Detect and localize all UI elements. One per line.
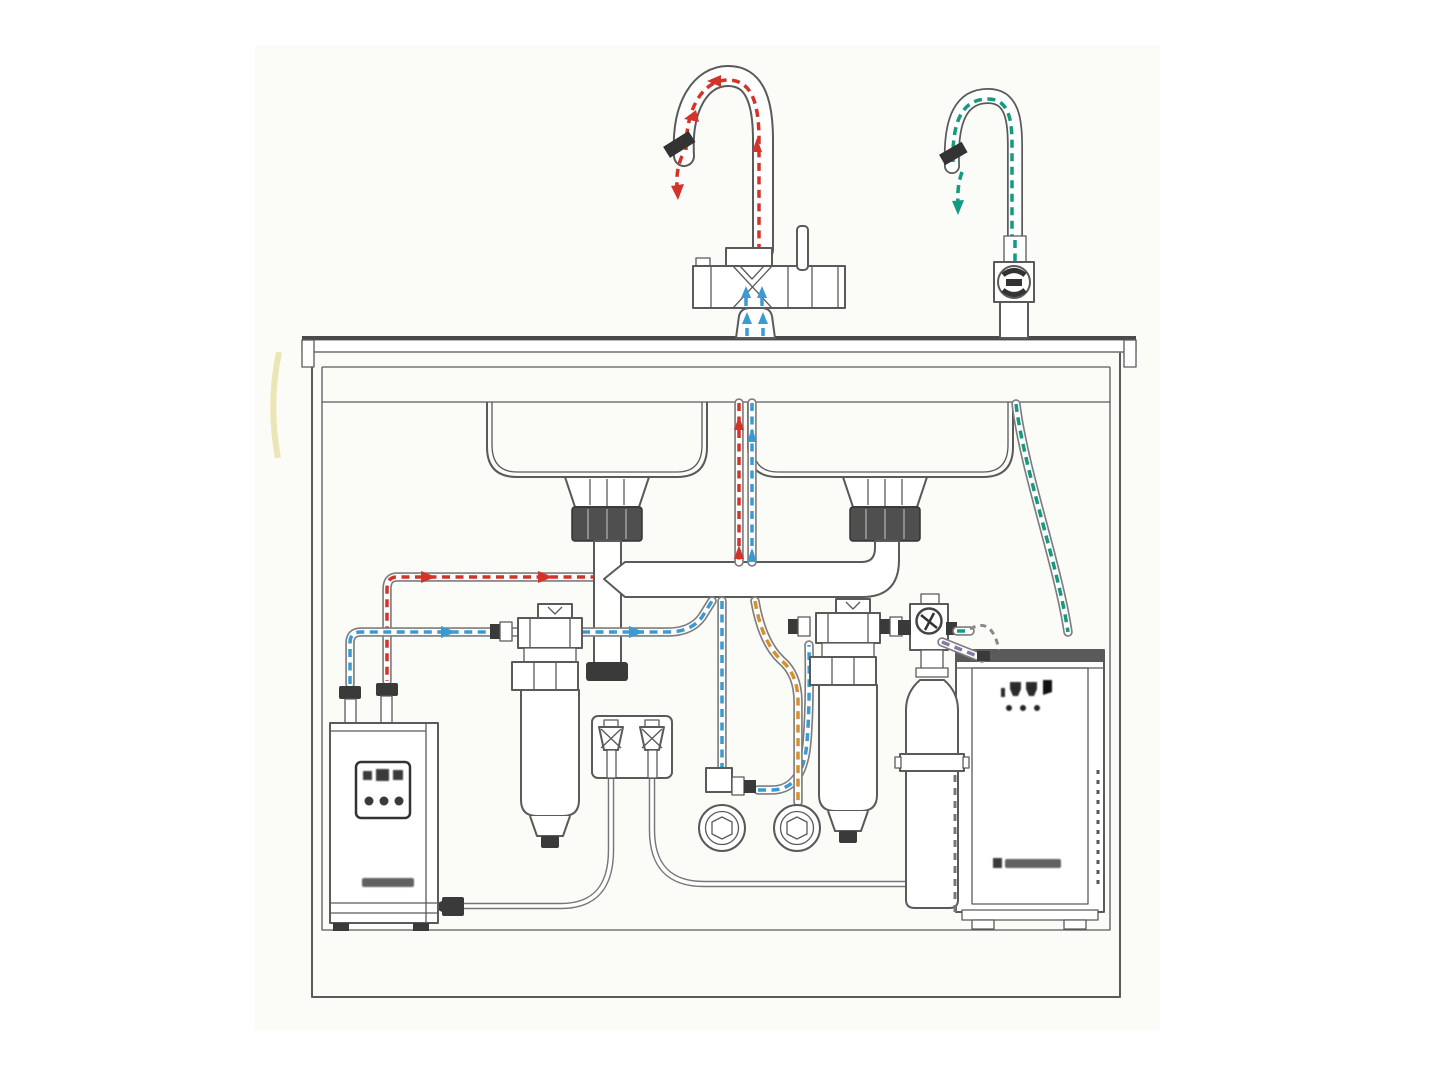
boiler-control-panel	[354, 760, 412, 820]
hot-flow-arrow	[752, 138, 762, 152]
filter-nipple	[839, 831, 857, 843]
spout-collar	[725, 247, 773, 267]
right-faucet	[939, 87, 1035, 339]
filtered-water-line	[1011, 399, 1073, 637]
tailpipe-coupling	[586, 662, 628, 681]
quick-connector-right	[773, 804, 821, 852]
shutoff-valve-plate	[591, 715, 673, 779]
cold-flow-arrow	[741, 286, 751, 298]
cold-flow-arrow	[757, 286, 767, 298]
countertop	[301, 336, 1137, 368]
cold-flow-arrow	[629, 626, 644, 638]
chiller-foot	[971, 919, 995, 930]
chiller-brand-logo	[993, 858, 1061, 868]
faucet-body	[692, 265, 846, 309]
filtered-drip-arrow	[952, 200, 964, 215]
flex-hoses	[431, 774, 1054, 916]
glass-icon	[1010, 682, 1021, 696]
countertop-right-endcap	[1123, 339, 1137, 368]
panel-button[interactable]	[394, 796, 404, 806]
boiler-foot	[333, 923, 349, 931]
boiler-cold-inlet-fitting	[339, 686, 361, 699]
faucet-base	[735, 307, 776, 339]
faucet-handle[interactable]	[796, 225, 809, 271]
hot-flow-arrow	[684, 110, 699, 122]
boiler-hot-outlet-fitting	[376, 683, 398, 696]
shutoff-valve-right	[639, 719, 665, 779]
faucet-supply-bundle	[734, 398, 757, 567]
glass-icon	[1026, 682, 1037, 696]
filter-cartridge-right	[788, 598, 903, 843]
boiler-brand-logo	[362, 878, 414, 887]
cold-flow-arrow	[441, 626, 456, 638]
boiler-unit	[329, 683, 439, 931]
faucet-medallion	[997, 265, 1031, 299]
co2-to-chiller-lines	[937, 623, 1001, 663]
panel-display-icon	[376, 769, 389, 781]
countertop-left-endcap	[301, 339, 315, 368]
scan-artifact	[270, 351, 282, 459]
panel-display-icon	[363, 771, 372, 780]
cold-flow-arrow	[742, 312, 752, 324]
cold-water-line	[345, 596, 717, 689]
shutoff-valve-left	[598, 719, 624, 779]
left-tailpipe	[593, 540, 622, 669]
cold-flow-arrow	[758, 312, 768, 324]
hot-water-line-horizontal	[382, 571, 617, 686]
spout-tip	[663, 130, 696, 158]
faucet-column	[999, 301, 1029, 339]
panel-button[interactable]	[364, 796, 374, 806]
left-faucet	[663, 64, 846, 339]
drain-pipe	[603, 540, 900, 598]
power-plug	[442, 897, 464, 916]
hot-flow-arrow	[538, 571, 553, 583]
left-drain-assembly	[564, 476, 650, 669]
hot-flow-arrow	[421, 571, 436, 583]
right-drain-assembly	[842, 476, 928, 542]
filter-nipple	[541, 836, 559, 848]
chiller-unit	[955, 649, 1105, 930]
indicator-dot	[1006, 705, 1012, 711]
chiller-foot	[1063, 919, 1087, 930]
co2-cylinder-assembly	[894, 593, 970, 918]
indicator-dot	[1034, 705, 1040, 711]
hot-drip-arrow	[671, 184, 684, 200]
flag-icon	[1043, 680, 1052, 695]
hot-flow-arrow	[734, 416, 744, 430]
spout-tip	[939, 141, 968, 166]
gas-dashed-hose	[969, 623, 1001, 651]
hot-flow-arrow	[707, 75, 721, 87]
cold-flow-arrow	[747, 548, 757, 562]
panel-button[interactable]	[379, 796, 389, 806]
cold-flow-arrow	[747, 428, 757, 442]
filter-cartridge-left	[490, 603, 583, 848]
hot-flow-arrow	[734, 545, 744, 559]
cabinet	[311, 352, 1121, 998]
boiler-foot	[413, 923, 429, 931]
chiller-mode-icons	[1001, 680, 1052, 711]
indicator-dot	[1020, 705, 1026, 711]
quick-connector-left	[698, 767, 756, 852]
panel-display-icon	[393, 770, 403, 780]
